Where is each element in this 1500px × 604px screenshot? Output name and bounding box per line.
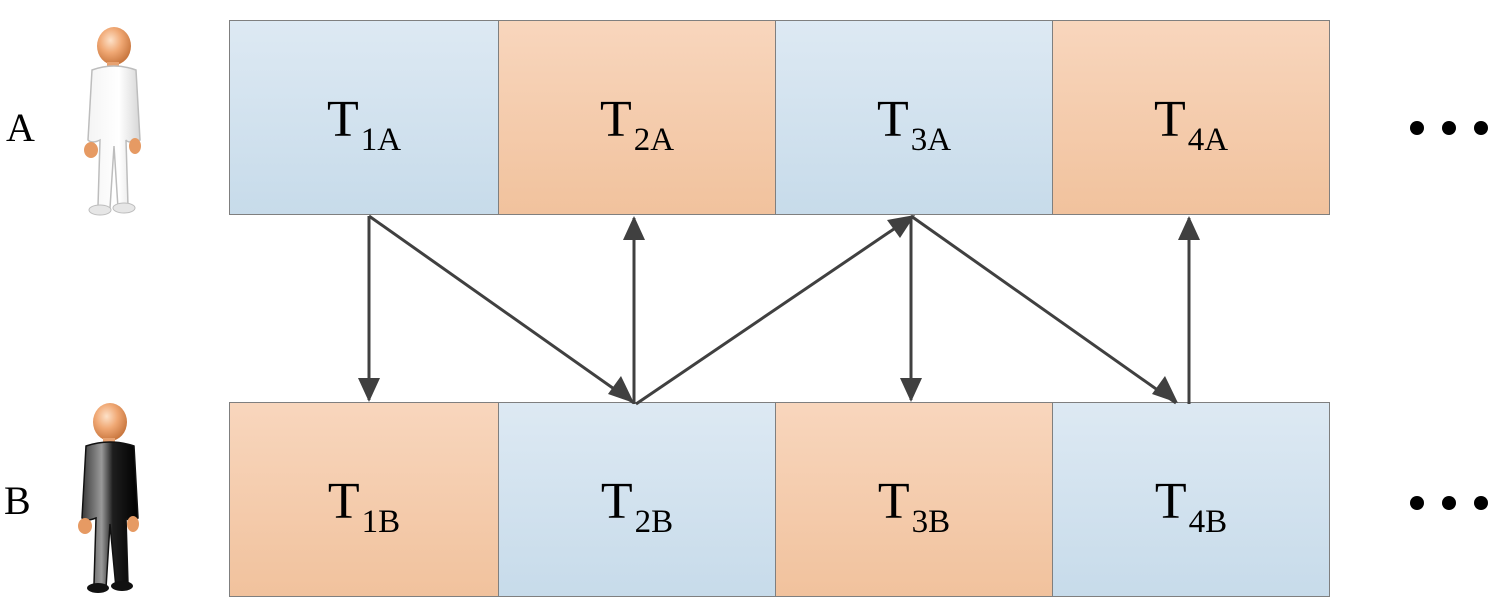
arrow-t3a-t4b bbox=[910, 214, 1177, 405]
row-label-b: B bbox=[4, 478, 31, 523]
arrowhead bbox=[623, 216, 645, 240]
dot bbox=[1442, 121, 1456, 135]
dot bbox=[1410, 496, 1424, 510]
arrowhead bbox=[1178, 216, 1200, 240]
arrowhead bbox=[358, 378, 380, 402]
cell-t2b: T2B bbox=[498, 402, 776, 597]
cell-label: T4B bbox=[1154, 472, 1228, 540]
dot bbox=[1474, 496, 1488, 510]
arrowhead bbox=[1152, 376, 1178, 403]
cell-t3a: T3A bbox=[775, 20, 1053, 215]
cell-label: T1B bbox=[327, 472, 401, 540]
cell-t1b: T1B bbox=[229, 402, 499, 597]
cell-t4a: T4A bbox=[1052, 20, 1330, 215]
cell-label: T3A bbox=[876, 90, 952, 158]
arrow-t2b-t3a bbox=[635, 214, 914, 406]
cell-label: T4A bbox=[1153, 90, 1229, 158]
dot bbox=[1474, 121, 1488, 135]
row-label-a: A bbox=[6, 105, 35, 150]
dot bbox=[1442, 496, 1456, 510]
cell-t4b: T4B bbox=[1052, 402, 1330, 597]
cell-label: T2A bbox=[599, 90, 675, 158]
cell-t1a: T1A bbox=[229, 20, 499, 215]
cell-label: T1A bbox=[326, 90, 402, 158]
ellipsis-a bbox=[1410, 121, 1490, 135]
arrowhead bbox=[887, 215, 915, 238]
cell-label: T2B bbox=[600, 472, 674, 540]
dot bbox=[1410, 121, 1424, 135]
arrowhead bbox=[900, 378, 922, 402]
ellipsis-b bbox=[1410, 496, 1490, 510]
cell-label: T3B bbox=[877, 472, 951, 540]
black-person-icon bbox=[78, 403, 139, 593]
arrow-t1a-t2b bbox=[368, 214, 635, 405]
cell-t3b: T3B bbox=[775, 402, 1053, 597]
arrowhead bbox=[608, 376, 634, 403]
white-person-icon bbox=[84, 27, 141, 216]
